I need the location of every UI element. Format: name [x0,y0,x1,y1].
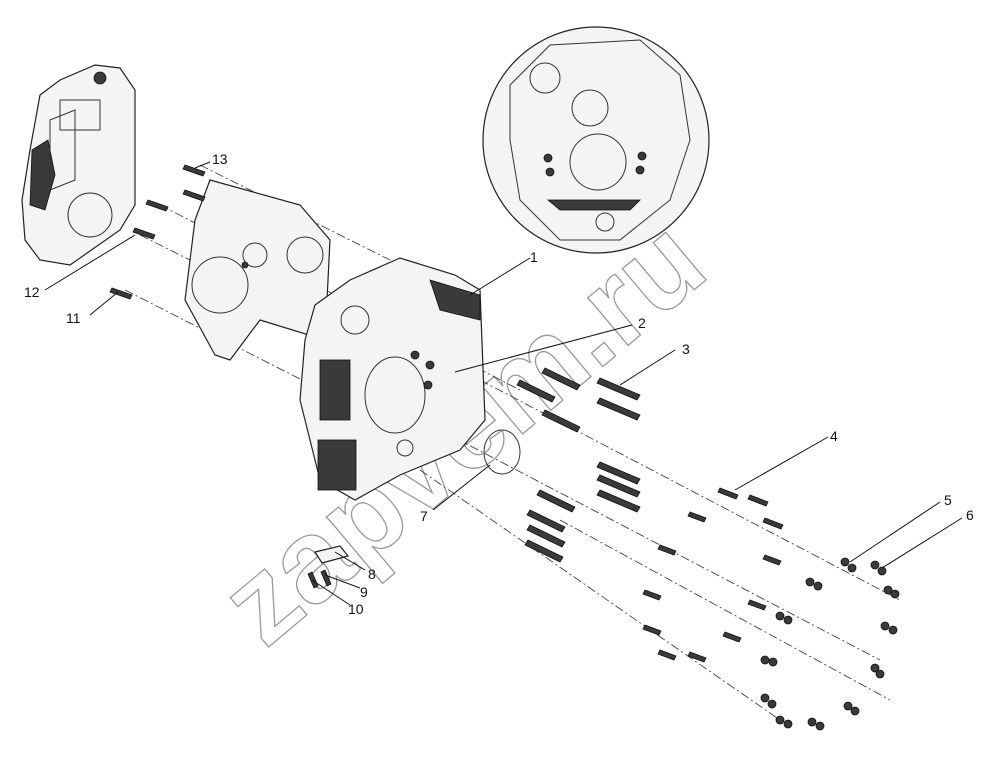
leader-lines [44,161,963,606]
callout-2: 2 [638,315,646,331]
callout-8: 8 [368,566,376,582]
callout-7: 7 [420,508,428,524]
callout-9: 9 [360,584,368,600]
nut-group [760,557,900,731]
front-cover-housing [21,64,136,266]
cover-plate [307,545,350,589]
callout-5: 5 [944,492,952,508]
bolt-group [109,164,784,663]
callout-1: 1 [530,249,538,265]
callout-12: 12 [24,284,40,300]
detail-inset [482,26,710,254]
flywheel-housing [299,257,521,501]
callout-3: 3 [682,341,690,357]
callout-4: 4 [830,428,838,444]
callout-10: 10 [348,601,364,617]
callout-6: 6 [966,507,974,523]
callout-labels: 1 2 3 4 5 6 7 8 9 10 11 12 13 [24,151,974,617]
callout-13: 13 [212,151,228,167]
gasket-plate [184,179,331,361]
callout-11: 11 [66,310,81,326]
